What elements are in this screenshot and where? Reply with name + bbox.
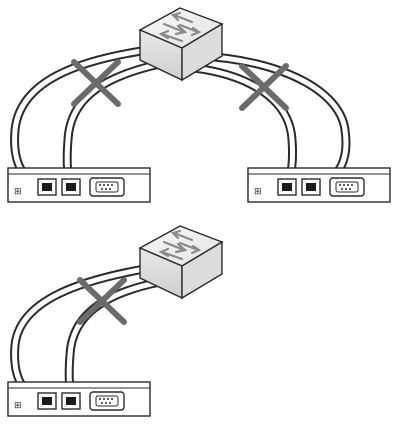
x-mark-icon xyxy=(77,277,127,325)
serial-port-icon xyxy=(89,391,125,411)
server-back-panel-icon: ⊞ xyxy=(247,167,391,203)
cable-inner-left xyxy=(62,59,165,190)
configuration-top: ⊞ ⊞ xyxy=(7,7,391,203)
panel-marking: ⊞ xyxy=(254,186,262,196)
serial-port-icon xyxy=(329,177,365,197)
cable-group-left xyxy=(10,45,165,190)
server-back-panel-icon: ⊞ xyxy=(7,167,151,203)
panel-marking: ⊞ xyxy=(14,400,22,410)
x-mark-icon xyxy=(71,59,121,107)
network-switch-icon xyxy=(138,7,224,82)
configuration-bottom: ⊞ xyxy=(7,225,224,417)
panel-marking: ⊞ xyxy=(14,186,22,196)
serial-port-icon xyxy=(89,177,125,197)
x-mark-icon xyxy=(239,63,289,111)
server-back-panel-icon: ⊞ xyxy=(7,381,151,417)
cable-group-right xyxy=(189,51,351,191)
network-switch-icon xyxy=(138,225,224,300)
